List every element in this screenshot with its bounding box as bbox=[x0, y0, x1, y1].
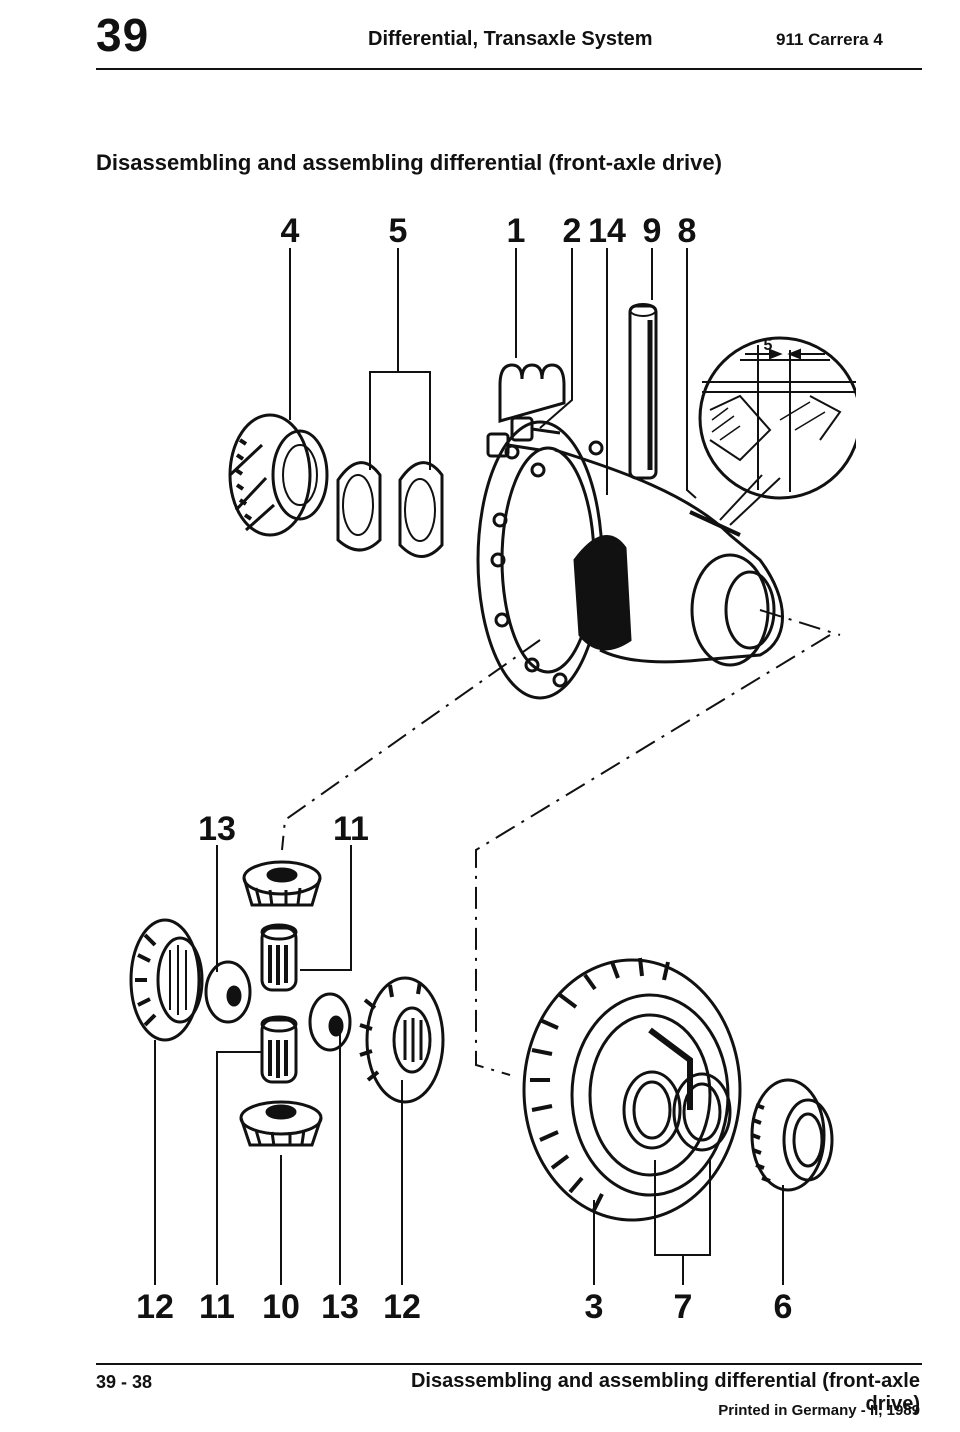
callout-13-bottom: 13 bbox=[321, 1288, 359, 1326]
detail-magnified-view bbox=[698, 336, 856, 526]
shims-5 bbox=[336, 461, 444, 558]
pinion-shaft-pin bbox=[628, 303, 658, 480]
differential-housing bbox=[476, 420, 784, 700]
callout-14: 14 bbox=[588, 212, 626, 250]
footer-rule bbox=[96, 1363, 922, 1365]
bushing-upper bbox=[260, 923, 298, 992]
exploded-diagram: 4 5 1 2 14 9 8 13 11 12 11 10 13 12 3 7 … bbox=[129, 212, 856, 1326]
section-title: Disassembling and assembling differentia… bbox=[96, 150, 722, 175]
bushing-lower bbox=[260, 1015, 298, 1084]
detail-dimension-label: 5 bbox=[764, 337, 773, 354]
shims-7 bbox=[622, 1070, 732, 1152]
printed-note: Printed in Germany - II, 1989 bbox=[718, 1402, 920, 1419]
callout-11-bottom: 11 bbox=[199, 1288, 235, 1326]
callout-12-right: 12 bbox=[383, 1288, 421, 1326]
roller-bearing-left bbox=[228, 413, 329, 537]
header-model: 911 Carrera 4 bbox=[776, 30, 883, 49]
diff-gear-right bbox=[359, 976, 445, 1104]
roller-bearing-right bbox=[750, 1078, 834, 1192]
footer-title: Disassembling and assembling differentia… bbox=[410, 1370, 920, 1415]
thrust-washer-right bbox=[308, 992, 352, 1052]
callout-1: 1 bbox=[507, 212, 526, 250]
header-title: Differential, Transaxle System bbox=[368, 28, 653, 50]
callout-11-mid: 11 bbox=[333, 810, 369, 848]
callout-2: 2 bbox=[563, 212, 582, 250]
side-gear-top bbox=[242, 860, 322, 907]
callout-8: 8 bbox=[678, 212, 697, 250]
lock-plate bbox=[498, 363, 566, 423]
header-rule bbox=[96, 68, 922, 70]
ring-gear bbox=[522, 957, 742, 1222]
side-gear-bottom bbox=[239, 1100, 323, 1147]
diff-gear-left bbox=[129, 918, 204, 1042]
thrust-washer-left bbox=[204, 960, 252, 1024]
callout-7: 7 bbox=[674, 1288, 693, 1326]
chapter-number: 39 bbox=[96, 9, 150, 61]
callout-10: 10 bbox=[262, 1288, 300, 1326]
callout-3: 3 bbox=[585, 1288, 604, 1326]
callout-9: 9 bbox=[643, 212, 662, 250]
callout-5: 5 bbox=[389, 212, 408, 250]
page-number: 39 - 38 bbox=[96, 1372, 153, 1392]
callout-4: 4 bbox=[281, 212, 300, 250]
callout-6: 6 bbox=[774, 1288, 793, 1326]
callout-13-mid: 13 bbox=[198, 810, 236, 848]
callout-12-left: 12 bbox=[136, 1288, 174, 1326]
